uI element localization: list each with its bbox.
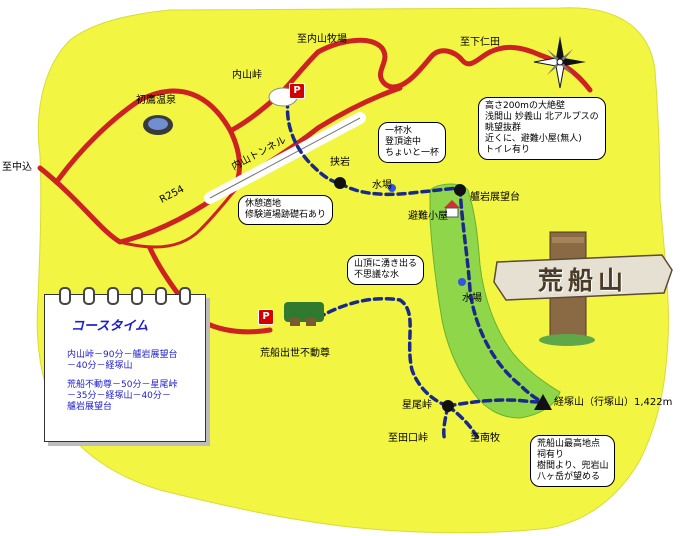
label-summit: 経塚山（行塚山）1,422m [554, 397, 673, 408]
summit-triangle [534, 394, 552, 410]
ring-icon [83, 287, 95, 305]
callout-line: 不思議な水 [354, 270, 400, 280]
ring-icon [59, 287, 71, 305]
callout-line: 浅間山 妙義山 北アルプスの [485, 112, 599, 122]
trails [285, 98, 545, 442]
callout-line: 近くに、避難小屋(無人) [485, 134, 582, 144]
callout-line: 修験道場跡礎石あり [245, 210, 327, 220]
callout-line: 登頂途中 [385, 137, 422, 147]
label-hoshio-pass: 星尾峠 [402, 400, 432, 411]
callout-line: ちょいと一杯 [385, 148, 440, 158]
callout-line: 高さ200mの大絶壁 [485, 101, 565, 111]
label-tagui-pass: 至田口峠 [388, 433, 428, 444]
trail-plateau [458, 186, 545, 404]
legend-line: －35分－経塚山－40分－ [67, 391, 171, 401]
callout-line: 荒船山最高地点 [537, 439, 601, 449]
legend-line: 荒船不動尊－50分－星尾峠 [67, 380, 178, 390]
tunnel [204, 112, 366, 204]
label-nakagome: 至中込 [2, 162, 32, 173]
callout-rest: 休憩適地 修験道場跡礎石あり [238, 195, 334, 225]
callout-line: 山頂に湧き出る [354, 259, 418, 269]
trail-uchiyama-to-hasamiiwa [285, 98, 342, 185]
course-time-legend: コースタイム 内山峠－90分－艫岩展望台 －40分－経塚山 荒船不動尊－50分－… [44, 287, 206, 442]
ring-icon [107, 287, 119, 305]
label-hut: 避難小屋 [408, 211, 448, 222]
parking-icon: P [289, 83, 305, 99]
trail-fudoson [316, 296, 450, 408]
label-hasamiiwa: 挟岩 [330, 157, 350, 168]
compass-icon [533, 36, 586, 89]
road-west-loop [55, 88, 242, 193]
callout-line: 一杯水 [385, 126, 413, 136]
shrine-icon [284, 302, 324, 326]
hut-icon [444, 200, 460, 218]
road-switchbacks [315, 37, 543, 90]
label-hatsutaka-onsen: 初鷹温泉 [136, 95, 176, 106]
label-lookout: 艫岩展望台 [470, 192, 520, 203]
callout-spring: 山頂に湧き出る 不思議な水 [347, 255, 425, 285]
label-minamimaki: 至南牧 [470, 433, 500, 444]
label-water-1: 水場 [372, 180, 392, 191]
sign-text: 荒船山 [537, 266, 628, 295]
callout-summit: 荒船山最高地点 祠有り 樹間より、兜岩山 八ヶ岳が望める [530, 435, 616, 487]
parking-icon: P [258, 309, 274, 325]
water-marker-1 [388, 184, 396, 192]
legend-line: －40分－経塚山 [67, 361, 133, 371]
callout-line: 眺望抜群 [485, 123, 522, 133]
legend-line: 艫岩展望台 [67, 402, 113, 412]
marker-lookout [454, 184, 466, 196]
label-fudoson: 荒船出世不動尊 [260, 348, 330, 359]
callout-line: 休憩適地 [245, 199, 282, 209]
ring-icon [131, 287, 143, 305]
callout-line: 八ヶ岳が望める [537, 472, 601, 482]
marker-hoshio [442, 400, 454, 412]
callout-drink: 一杯水 登頂途中 ちょいと一杯 [378, 122, 447, 163]
callout-view: 高さ200mの大絶壁 浅間山 妙義山 北アルプスの 眺望抜群 近くに、避難小屋(… [478, 97, 606, 160]
label-uchiyama-farm: 至内山牧場 [297, 34, 347, 45]
road-r254-inner [118, 183, 242, 249]
trail-hoshio-to-summit [446, 398, 545, 408]
legend-line: 内山峠－90分－艫岩展望台 [67, 350, 178, 360]
sign-icon [493, 231, 673, 346]
legend-title: コースタイム [71, 319, 149, 334]
label-water-2: 水場 [462, 293, 482, 304]
ring-icon [179, 287, 191, 305]
trail-hasamiiwa-to-lookout [338, 181, 462, 197]
water-marker-2 [458, 278, 466, 286]
mountain-sign: 荒船山 [497, 253, 669, 297]
ring-icon [155, 287, 167, 305]
label-uchiyama-pass: 内山峠 [232, 70, 262, 81]
callout-line: トイレ有り [485, 145, 531, 155]
plateau-area [429, 183, 561, 419]
marker-hasamiiwa [334, 177, 346, 189]
callout-line: 樹間より、兜岩山 [537, 461, 609, 471]
label-shimonita: 至下仁田 [460, 37, 500, 48]
callout-line: 祠有り [537, 450, 565, 460]
